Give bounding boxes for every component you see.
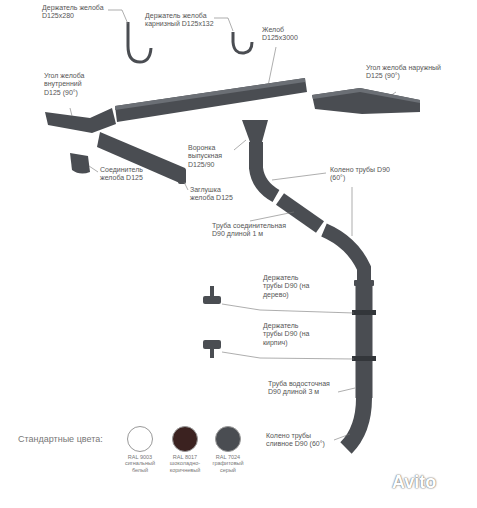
legend-item: RAL 9003 сигнальный белый bbox=[118, 426, 162, 473]
drain-elbow bbox=[346, 398, 364, 448]
downpipe bbox=[356, 282, 373, 398]
color-name: RAL 8017 шоколадно-коричневый bbox=[163, 454, 207, 473]
gutter-connector bbox=[70, 153, 90, 174]
pipe-clamp bbox=[352, 356, 376, 361]
part-label: Колено трубы D90 (60°) bbox=[330, 166, 392, 183]
part-label: Угол желоба внутренний D125 (90°) bbox=[44, 72, 96, 97]
pipe-socket bbox=[354, 280, 374, 286]
pipe-elbow bbox=[256, 158, 276, 196]
holder-brick-ring bbox=[203, 340, 221, 349]
legend-item: RAL 7024 графитовый серый bbox=[206, 426, 250, 473]
gutter-rim bbox=[115, 78, 305, 110]
end-cap bbox=[178, 168, 186, 184]
part-label: Желоб D125x3000 bbox=[262, 26, 308, 43]
part-label: Держатель трубы D90 (на кирпич) bbox=[263, 322, 317, 347]
holder-brick-pin bbox=[210, 348, 214, 358]
outer-corner-rim bbox=[312, 88, 420, 103]
color-swatch bbox=[215, 426, 241, 452]
pipe-elbow bbox=[324, 230, 364, 280]
pipe-clamp bbox=[352, 310, 376, 315]
funnel-outlet bbox=[249, 142, 263, 160]
part-label: Колено трубы сливное D90 (60°) bbox=[266, 432, 332, 449]
part-label: Труба соединительная D90 длиной 1 м bbox=[212, 222, 286, 239]
color-swatch bbox=[127, 426, 153, 452]
leader-lines bbox=[70, 10, 396, 440]
color-name: RAL 9003 сигнальный белый bbox=[118, 454, 162, 473]
watermark: Avito bbox=[392, 472, 468, 494]
holder-wood-ring bbox=[203, 296, 221, 304]
gutter-hook bbox=[128, 22, 151, 62]
gutter-piece bbox=[97, 132, 185, 184]
part-label: Держатель желоба карнизный D125x132 bbox=[145, 12, 215, 29]
inner-corner bbox=[45, 108, 116, 133]
part-label: Угол желоба наружный D125 (90°) bbox=[366, 64, 442, 81]
part-label: Воронка выпускная D125/90 bbox=[188, 144, 234, 169]
part-label: Соединитель желоба D125 bbox=[100, 166, 150, 183]
legend-title: Стандартные цвета: bbox=[18, 434, 118, 445]
color-swatch bbox=[172, 426, 198, 452]
part-label: Труба водосточная D90 длиной 3 м bbox=[268, 380, 336, 397]
part-label: Заглушка желоба D125 bbox=[190, 186, 242, 203]
part-label: Держатель желоба D125x280 bbox=[42, 4, 108, 21]
funnel bbox=[242, 120, 268, 142]
outer-corner bbox=[312, 88, 420, 114]
part-label: Держатель трубы D90 (на дерево) bbox=[263, 274, 317, 299]
gutter bbox=[115, 78, 307, 122]
legend-item: RAL 8017 шоколадно-коричневый bbox=[163, 426, 207, 473]
color-name: RAL 7024 графитовый серый bbox=[206, 454, 250, 473]
gutter-hook-short bbox=[233, 32, 252, 53]
